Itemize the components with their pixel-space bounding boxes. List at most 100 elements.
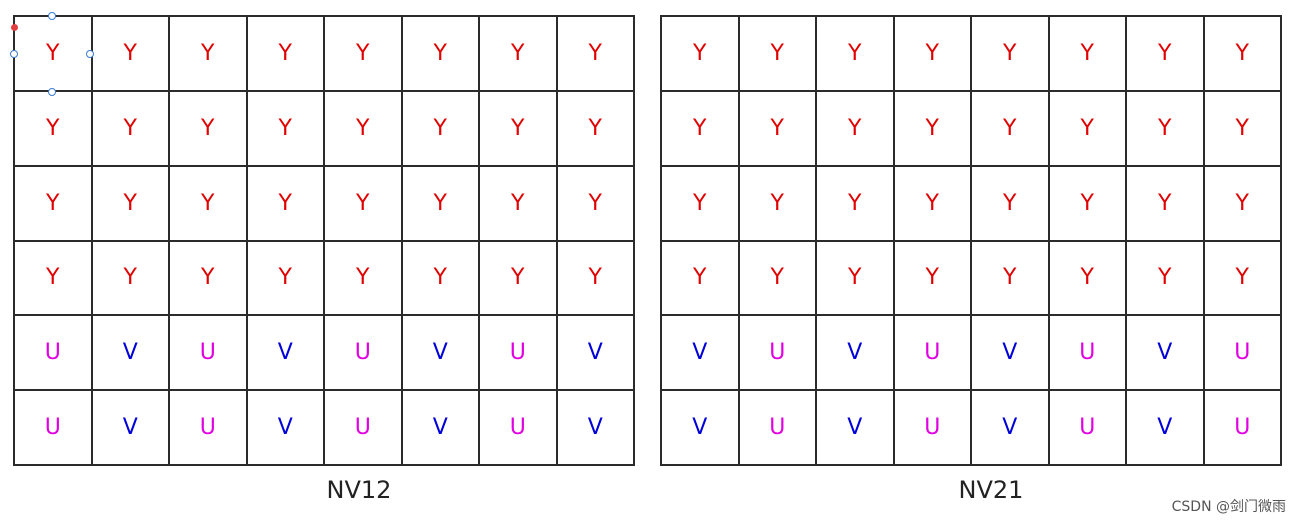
- cell-y: Y: [816, 240, 894, 316]
- cell-v: V: [91, 315, 169, 391]
- cell-v: V: [1126, 390, 1204, 465]
- cell-u: U: [893, 315, 971, 391]
- cell-u: U: [1203, 390, 1281, 465]
- cell-y: Y: [1126, 240, 1204, 316]
- cell-v: V: [816, 390, 894, 465]
- rotation-handle[interactable]: [11, 24, 18, 31]
- cell-y: Y: [479, 240, 557, 316]
- cell-v: V: [816, 315, 894, 391]
- cell-y: Y: [1203, 165, 1281, 241]
- cell-y: Y: [1203, 240, 1281, 316]
- cell-y: Y: [479, 90, 557, 166]
- cell-y: Y: [14, 165, 92, 241]
- cell-y: Y: [661, 165, 739, 241]
- cell-y: Y: [738, 16, 816, 91]
- cell-v: V: [401, 315, 479, 391]
- cell-y: Y: [246, 240, 324, 316]
- cell-v: V: [971, 315, 1049, 391]
- selection-handle-bottom[interactable]: [48, 88, 56, 96]
- cell-y: Y: [816, 165, 894, 241]
- selection-handle-right[interactable]: [86, 50, 94, 58]
- cell-y: Y: [661, 240, 739, 316]
- cell-u: U: [738, 390, 816, 465]
- cell-y: Y: [1048, 165, 1126, 241]
- selection-handle-top[interactable]: [48, 12, 56, 20]
- cell-u: U: [479, 390, 557, 465]
- cell-y: Y: [1048, 90, 1126, 166]
- watermark: CSDN @剑门微雨: [1171, 499, 1286, 515]
- cell-y: Y: [971, 240, 1049, 316]
- cell-y: Y: [479, 16, 557, 91]
- cell-v: V: [971, 390, 1049, 465]
- cell-u: U: [738, 315, 816, 391]
- cell-y: Y: [738, 240, 816, 316]
- cell-y: Y: [169, 16, 247, 91]
- cell-y: Y: [971, 16, 1049, 91]
- cell-y: Y: [169, 90, 247, 166]
- cell-y: Y: [1126, 165, 1204, 241]
- cell-y: Y: [893, 240, 971, 316]
- cell-u: U: [1048, 315, 1126, 391]
- cell-y: Y: [1126, 16, 1204, 91]
- cell-v: V: [556, 390, 634, 465]
- cell-v: V: [246, 315, 324, 391]
- cell-y: Y: [401, 90, 479, 166]
- cell-y: Y: [14, 240, 92, 316]
- cell-y: Y: [91, 16, 169, 91]
- cell-y: Y: [893, 90, 971, 166]
- cell-y: Y: [661, 90, 739, 166]
- cell-v: V: [246, 390, 324, 465]
- cell-y: Y: [401, 16, 479, 91]
- cell-y: Y: [14, 90, 92, 166]
- cell-y: Y: [556, 16, 634, 91]
- cell-y: Y: [1048, 16, 1126, 91]
- cell-y: Y: [246, 90, 324, 166]
- cell-u: U: [324, 390, 402, 465]
- cell-y: Y: [479, 165, 557, 241]
- cell-y: Y: [556, 90, 634, 166]
- cell-y: Y: [816, 90, 894, 166]
- cell-v: V: [661, 390, 739, 465]
- cell-y: Y: [971, 165, 1049, 241]
- cell-y: Y: [401, 240, 479, 316]
- cell-y: Y: [169, 240, 247, 316]
- cell-u: U: [893, 390, 971, 465]
- cell-v: V: [1126, 315, 1204, 391]
- cell-u: U: [324, 315, 402, 391]
- cell-u: U: [1048, 390, 1126, 465]
- cell-y: Y: [738, 165, 816, 241]
- cell-y: Y: [893, 165, 971, 241]
- cell-y: Y: [1048, 240, 1126, 316]
- cell-y: Y: [401, 165, 479, 241]
- cell-y: Y: [14, 16, 92, 91]
- cell-y: Y: [91, 165, 169, 241]
- nv12-caption: NV12: [326, 476, 392, 504]
- cell-v: V: [401, 390, 479, 465]
- cell-u: U: [169, 390, 247, 465]
- cell-y: Y: [816, 16, 894, 91]
- cell-u: U: [14, 390, 92, 465]
- cell-y: Y: [1126, 90, 1204, 166]
- cell-y: Y: [1203, 16, 1281, 91]
- cell-y: Y: [324, 16, 402, 91]
- cell-y: Y: [324, 90, 402, 166]
- cell-y: Y: [1203, 90, 1281, 166]
- cell-y: Y: [91, 90, 169, 166]
- cell-y: Y: [246, 165, 324, 241]
- cell-y: Y: [324, 240, 402, 316]
- cell-u: U: [479, 315, 557, 391]
- cell-u: U: [169, 315, 247, 391]
- cell-y: Y: [556, 240, 634, 316]
- cell-v: V: [91, 390, 169, 465]
- cell-v: V: [661, 315, 739, 391]
- nv21-caption: NV21: [958, 476, 1024, 504]
- cell-y: Y: [556, 165, 634, 241]
- selection-handle-left[interactable]: [10, 50, 18, 58]
- cell-y: Y: [246, 16, 324, 91]
- cell-u: U: [14, 315, 92, 391]
- cell-y: Y: [169, 165, 247, 241]
- cell-y: Y: [738, 90, 816, 166]
- cell-y: Y: [893, 16, 971, 91]
